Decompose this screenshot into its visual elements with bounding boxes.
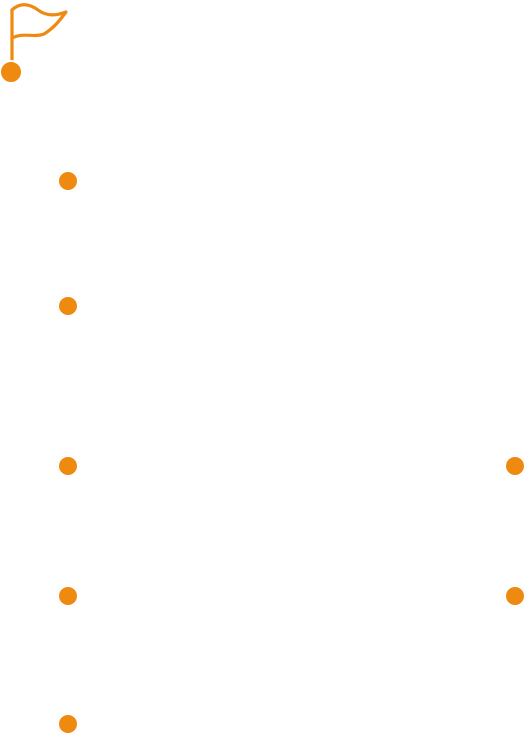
location-marker[interactable]	[57, 585, 79, 607]
location-marker[interactable]	[57, 455, 79, 477]
location-marker[interactable]	[504, 585, 526, 607]
flag-icon[interactable]	[0, 0, 72, 88]
location-marker[interactable]	[504, 455, 526, 477]
location-marker[interactable]	[57, 295, 79, 317]
location-marker[interactable]	[57, 713, 79, 735]
location-marker[interactable]	[57, 170, 79, 192]
